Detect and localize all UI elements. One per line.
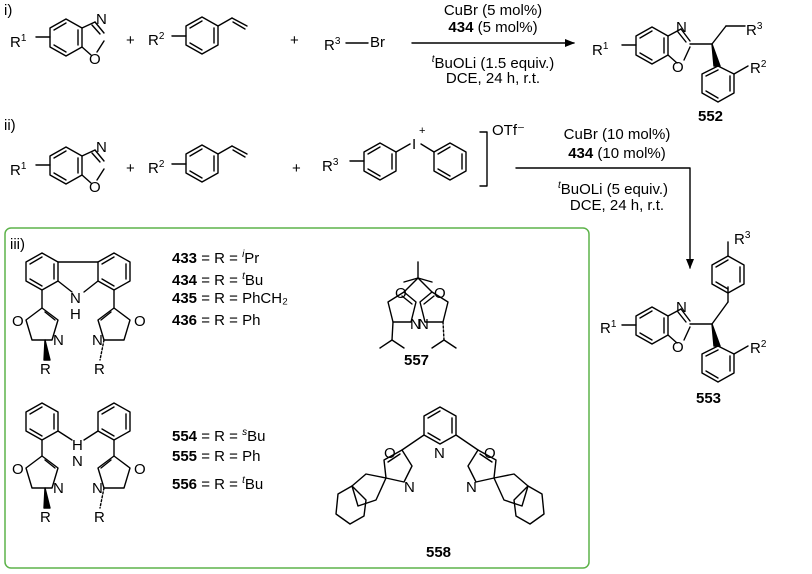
counterion-label: OTf⁻: [492, 122, 525, 139]
substituent-R3-iodonium: R3: [322, 157, 339, 175]
atom-O-product-553: O: [672, 339, 684, 356]
atom-N-diarylamine: N: [72, 453, 83, 470]
product-553-structure: [621, 241, 749, 383]
section-i-label: i): [4, 2, 13, 19]
atom-O-reactant-2: O: [89, 179, 101, 196]
atom-O-product-552: O: [672, 59, 684, 76]
atom-N-product-553: N: [676, 299, 687, 316]
atom-N-carbazole: N: [70, 290, 81, 307]
substituent-R2-reactant-1: R2: [148, 31, 165, 49]
compound-number-552: 552: [698, 108, 724, 125]
substituent-R3-product-553: R3: [734, 230, 751, 248]
atom-N-pyridine-558: N: [434, 445, 445, 462]
compound-number-557: 557: [404, 352, 430, 369]
diaryliodonium-reactant: [349, 131, 488, 187]
conditions-i-line3: tBuOLi (1.5 equiv.): [431, 54, 555, 72]
atom-O-558-right: O: [484, 445, 496, 462]
plus-sign-ii-1: +: [126, 160, 135, 177]
atom-O-557-left: O: [395, 285, 407, 302]
substituent-R2-product-553: R2: [750, 339, 767, 357]
atom-O-diarylamine-left-ox: O: [12, 461, 24, 478]
box-ligand-557: [379, 261, 457, 349]
atom-N-diarylamine-right-ox: N: [92, 480, 103, 497]
atom-N-557-left: N: [410, 316, 421, 333]
atom-N-diarylamine-left-ox: N: [53, 480, 64, 497]
substituent-R3-product-552: R3: [746, 21, 763, 39]
conditions-i-line4: DCE, 24 h, r.t.: [445, 70, 541, 87]
section-iii-label: iii): [10, 236, 25, 253]
ligand-433-label: 433 = R = iPr: [172, 249, 260, 267]
atom-O-557-right: O: [434, 285, 446, 302]
ligand-554-label: 554 = R = sBu: [172, 427, 266, 445]
substituent-R2-reactant-2: R2: [148, 159, 165, 177]
styrene-reactant-2: [171, 144, 248, 183]
styrene-reactant-1: [171, 16, 248, 55]
atom-N-carbazole-right-ox: N: [92, 332, 103, 349]
conditions-i-line1: CuBr (5 mol%): [443, 2, 543, 19]
plus-sign-i-1: +: [126, 32, 135, 49]
atom-O-558-left: O: [384, 445, 396, 462]
plus-sign-ii-2: +: [292, 160, 301, 177]
benzoxazole-reactant-1: [35, 18, 105, 57]
atom-O-carbazole-left-ox: O: [12, 313, 24, 330]
atom-N-557-right: N: [418, 316, 429, 333]
atom-N-558-left: N: [404, 479, 415, 496]
compound-number-558: 558: [426, 544, 452, 561]
atom-O-reactant-1: O: [89, 51, 101, 68]
atom-H-diarylamine: H: [72, 437, 83, 454]
ligand-434-label: 434 = R = tBu: [172, 271, 264, 289]
compound-number-553: 553: [696, 390, 722, 407]
bromine-atom: Br: [370, 34, 385, 51]
atom-I-iodonium: I: [412, 136, 416, 153]
atom-O-carbazole-right-ox: O: [134, 313, 146, 330]
atom-H-carbazole: H: [70, 306, 81, 323]
atom-O-diarylamine-right-ox: O: [134, 461, 146, 478]
conditions-i-line2: 434 (5 mol%): [448, 19, 538, 36]
iodonium-charge: +: [419, 125, 425, 137]
atom-N-558-right: N: [466, 479, 477, 496]
ligand-555-label: 555 = R = Ph: [172, 448, 261, 465]
ligand-556-label: 556 = R = tBu: [172, 475, 264, 493]
reaction-arrow-2: [515, 167, 694, 269]
product-552-structure: [621, 25, 749, 103]
substituent-R2-product-552: R2: [750, 59, 767, 77]
conditions-ii-line2: 434 (10 mol%): [568, 145, 666, 162]
substituent-R-diarylamine-left: R: [40, 509, 51, 526]
substituent-R1-product-552: R1: [592, 41, 609, 59]
conditions-ii-line1: CuBr (10 mol%): [563, 126, 671, 143]
substituent-R1-product-553: R1: [600, 319, 617, 337]
pybox-ligand-558: [335, 406, 545, 525]
substituent-R-carbazole-left: R: [40, 361, 51, 378]
atom-N-reactant-2: N: [96, 139, 107, 156]
ligand-box: [4, 227, 590, 569]
section-ii-label: ii): [4, 117, 16, 134]
conditions-ii-line3: tBuOLi (5 equiv.): [557, 180, 669, 198]
substituent-R3-reagent-1: R3: [324, 36, 341, 54]
diarylamine-box-ligand: [25, 402, 131, 509]
atom-N-carbazole-left-ox: N: [53, 332, 64, 349]
substituent-R1-reactant-2: R1: [10, 161, 27, 179]
carbazole-box-ligand: [25, 252, 131, 361]
substituent-R1-reactant-1: R1: [10, 33, 27, 51]
substituent-R-diarylamine-right: R: [94, 509, 105, 526]
substituent-R-carbazole-right: R: [94, 361, 105, 378]
ligand-436-label: 436 = R = Ph: [172, 312, 261, 329]
plus-sign-i-2: +: [290, 32, 299, 49]
atom-N-product-552: N: [676, 19, 687, 36]
conditions-ii-line4: DCE, 24 h, r.t.: [569, 197, 665, 214]
ligand-435-label: 435 = R = PhCH₂: [172, 290, 288, 307]
benzoxazole-reactant-2: [35, 146, 105, 185]
atom-N-reactant-1: N: [96, 11, 107, 28]
